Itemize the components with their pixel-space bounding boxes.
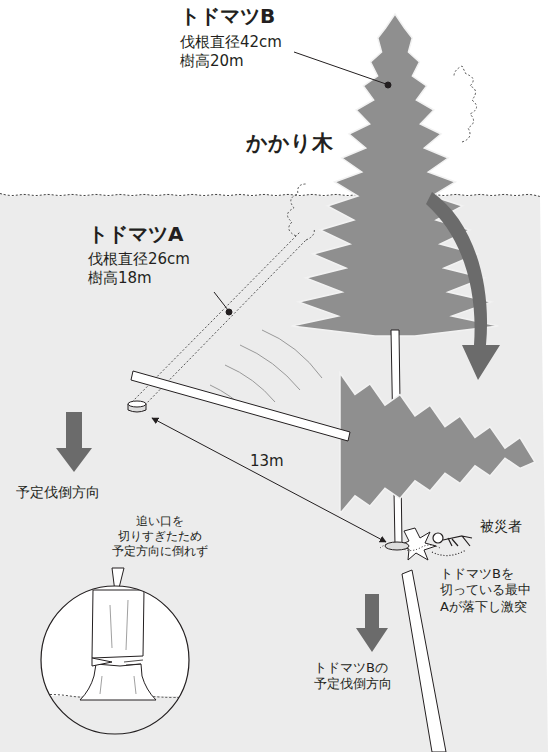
tree-name: トドマツB: [180, 4, 275, 29]
inset-detail: [30, 586, 210, 752]
distance-label: 13m: [250, 452, 284, 471]
fall-arrow: [426, 192, 500, 380]
leader-lines: [214, 52, 391, 315]
planned-direction-arrow-b: [356, 594, 388, 652]
tree-a-stump: [128, 401, 146, 412]
accident-note: トドマツBを 切っている最中 Aが落下し激突: [440, 566, 531, 615]
direction-label: トドマツBの 予定伐倒方向: [314, 660, 392, 693]
tree-specs: 伐根直径42cm 樹高20m: [180, 33, 282, 71]
tree-name: トドマツA: [88, 222, 183, 247]
tree-a-trunk: [131, 371, 350, 441]
impact: [380, 528, 440, 560]
direction-label: 予定伐倒方向: [16, 484, 100, 502]
victim-label: 被災者: [480, 518, 522, 536]
planned-direction-arrow: [56, 412, 92, 472]
tree-b-crown: [291, 14, 498, 336]
victim-figure: [432, 533, 472, 556]
inset-note: 追い口を 切りすぎたため 予定方向に倒れず: [112, 514, 208, 559]
tree-a-crown: [340, 373, 535, 514]
tree-specs: 伐根直径26cm 樹高18m: [88, 250, 190, 288]
hung-tree-label: かかり木: [246, 130, 333, 156]
horizon-line: [0, 194, 540, 197]
distance-arrow: [152, 418, 386, 542]
lower-log: [402, 570, 446, 752]
